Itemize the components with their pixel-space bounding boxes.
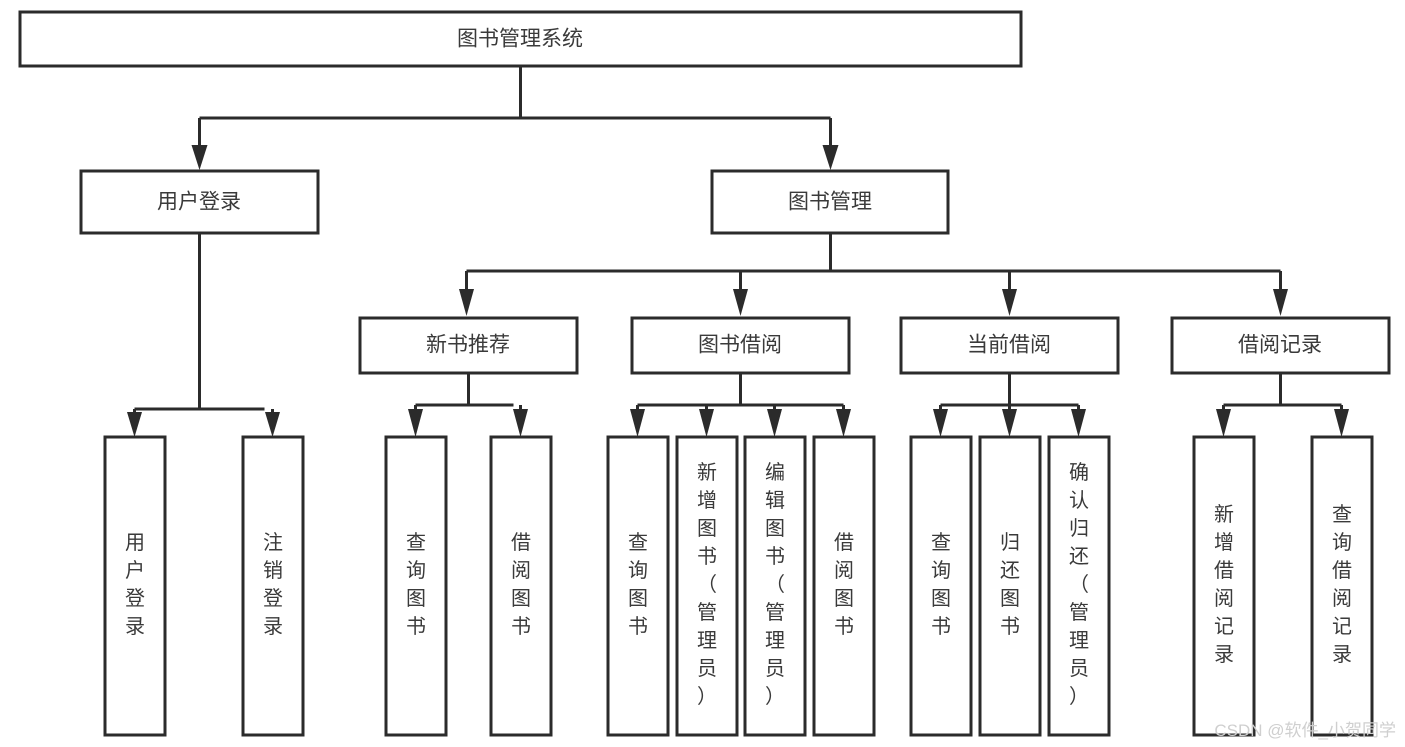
node-user-login[interactable]: 用户登录: [79, 169, 320, 235]
leaf-current-borrow-1-box[interactable]: [909, 435, 973, 737]
arrow-head-book-borrow-leaf-2: [699, 409, 714, 437]
node-current-borrow-box[interactable]: [899, 316, 1120, 375]
arrow-head-current-borrow-leaf-1: [933, 409, 948, 437]
leaf-borrow-record-2-label: 查询借阅记录: [1332, 503, 1352, 666]
leaf-user-login-2-label: 注销登录: [263, 531, 283, 638]
node-book-borrow[interactable]: 图书借阅: [630, 316, 851, 375]
leaf-book-borrow-1-box[interactable]: [606, 435, 670, 737]
leaf-book-borrow-3-label: 编辑图书（管理员）: [765, 461, 785, 708]
leaf-current-borrow-1-label: 查询图书: [931, 531, 951, 638]
leaf-book-borrow-2-box[interactable]: [675, 435, 739, 737]
leaf-new-book-1-box[interactable]: [384, 435, 448, 737]
node-new-book-recommend-box[interactable]: [358, 316, 579, 375]
leaf-book-borrow-4-box[interactable]: [812, 435, 876, 737]
leaf-node[interactable]: 查询图书: [384, 435, 448, 737]
node-user-login-label: 用户登录: [157, 191, 241, 214]
leaf-user-login-1-box[interactable]: [103, 435, 167, 737]
leaf-borrow-record-1-box[interactable]: [1192, 435, 1256, 737]
arrow-head-book-borrow-leaf-3: [767, 409, 782, 437]
leaf-new-book-1-label: 查询图书: [406, 531, 426, 638]
leaf-node[interactable]: 查询图书: [909, 435, 973, 737]
arrow-head-user-login-leaf-2: [265, 412, 280, 437]
node-new-book-recommend[interactable]: 新书推荐: [358, 316, 579, 375]
leaf-current-borrow-2-box[interactable]: [978, 435, 1042, 737]
leaf-node[interactable]: 借阅图书: [489, 435, 553, 737]
leaf-node[interactable]: 新增借阅记录: [1192, 435, 1256, 737]
leaf-book-borrow-3-box[interactable]: [743, 435, 807, 737]
leaf-user-login-2-box[interactable]: [241, 435, 305, 737]
arrow-head-current-borrow: [1002, 289, 1017, 316]
leaf-current-borrow-2-label: 归还图书: [1000, 531, 1020, 638]
leaf-user-login-1-label: 用户登录: [125, 532, 145, 638]
leaf-node[interactable]: 用户登录: [103, 435, 167, 737]
watermark-label: CSDN @软件_小贺同学: [1214, 721, 1396, 740]
node-book-manage-label: 图书管理: [788, 191, 872, 214]
arrow-head-new-book: [459, 289, 474, 316]
node-current-borrow-label: 当前借阅: [967, 334, 1051, 357]
leaf-current-borrow-3-label: 确认归还（管理员）: [1069, 461, 1089, 708]
leaf-current-borrow-3-box[interactable]: [1047, 435, 1111, 737]
node-user-login-box[interactable]: [79, 169, 320, 235]
arrow-head-book-borrow-leaf-1: [630, 409, 645, 437]
leaf-node[interactable]: 查询借阅记录: [1310, 435, 1374, 737]
leaf-node[interactable]: 注销登录: [241, 435, 305, 737]
leaf-book-borrow-2-label: 新增图书（管理员）: [697, 461, 717, 708]
arrow-head-current-borrow-leaf-3: [1071, 409, 1086, 437]
node-root-label: 图书管理系统: [457, 28, 583, 51]
arrow-head-book-borrow: [733, 289, 748, 316]
arrow-head-user-login-leaf-1: [127, 412, 142, 437]
node-current-borrow[interactable]: 当前借阅: [899, 316, 1120, 375]
node-borrow-record-label: 借阅记录: [1238, 334, 1322, 357]
leaf-borrow-record-1-label: 新增借阅记录: [1214, 503, 1234, 666]
node-root-box[interactable]: [18, 10, 1023, 68]
leaf-node[interactable]: 新增图书（管理员）: [675, 435, 739, 737]
leaf-node[interactable]: 确认归还（管理员）: [1047, 435, 1111, 737]
leaf-node[interactable]: 归还图书: [978, 435, 1042, 737]
node-root[interactable]: 图书管理系统: [18, 10, 1023, 68]
connector-group: [127, 67, 1349, 437]
node-book-borrow-box[interactable]: [630, 316, 851, 375]
arrow-head-new-book-leaf-1: [408, 409, 423, 437]
node-book-manage[interactable]: 图书管理: [710, 169, 950, 235]
node-book-manage-box[interactable]: [710, 169, 950, 235]
leaf-node[interactable]: 编辑图书（管理员）: [743, 435, 807, 737]
leaf-node[interactable]: 借阅图书: [812, 435, 876, 737]
node-book-borrow-label: 图书借阅: [698, 334, 782, 357]
arrow-head-borrow-record: [1273, 289, 1288, 316]
arrow-head-user-login: [191, 145, 208, 170]
arrow-head-borrow-record-leaf-2: [1334, 409, 1349, 437]
leaf-book-borrow-4-label: 借阅图书: [834, 531, 854, 638]
leaf-node[interactable]: 查询图书: [606, 435, 670, 737]
arrow-head-borrow-record-leaf-1: [1216, 409, 1231, 437]
arrow-head-book-borrow-leaf-4: [836, 409, 851, 437]
node-new-book-recommend-label: 新书推荐: [426, 334, 510, 357]
arrow-head-book-manage: [822, 145, 839, 170]
arrow-head-current-borrow-leaf-2: [1002, 409, 1017, 437]
node-borrow-record-box[interactable]: [1170, 316, 1391, 375]
node-borrow-record[interactable]: 借阅记录: [1170, 316, 1391, 375]
leaf-book-borrow-1-label: 查询图书: [628, 531, 648, 638]
leaf-new-book-2-label: 借阅图书: [511, 531, 531, 638]
leaf-borrow-record-2-box[interactable]: [1310, 435, 1374, 737]
arrow-head-new-book-leaf-2: [513, 409, 528, 437]
leaf-new-book-2-box[interactable]: [489, 435, 553, 737]
